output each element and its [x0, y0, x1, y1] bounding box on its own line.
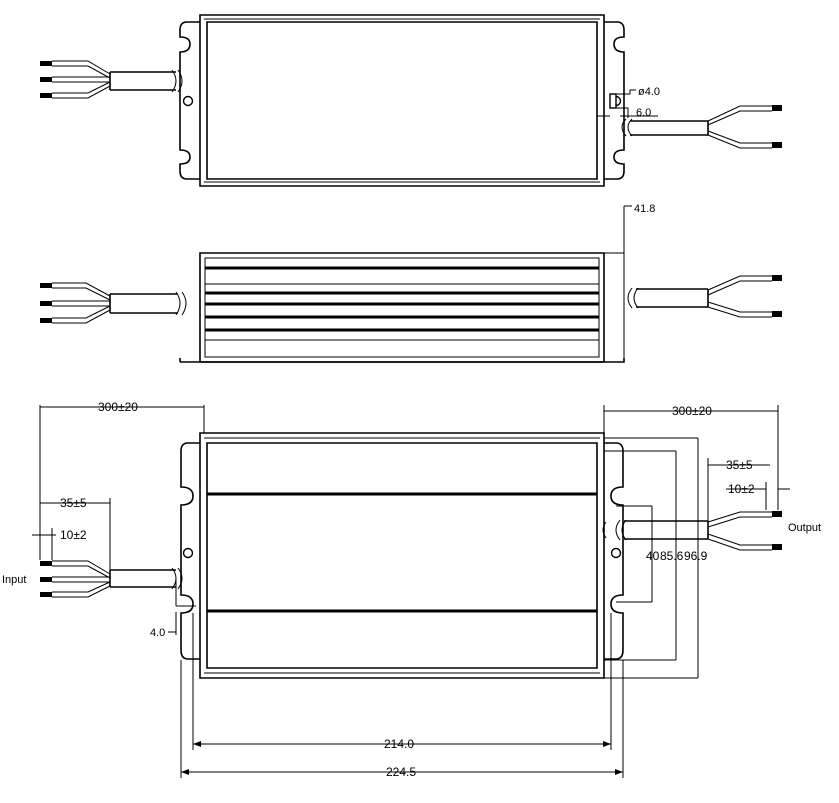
lead-length-left: 300±20: [98, 400, 138, 414]
side-right-wires: [627, 275, 782, 318]
dim-85-label: 85.6: [660, 549, 684, 563]
vertical-dims: 40 85.6 96.9: [604, 437, 708, 679]
side-view: 41.8: [40, 203, 782, 363]
strip-35-right: 35±5: [726, 458, 753, 472]
width-214-label: 214.0: [384, 737, 414, 751]
side-housing: [179, 252, 625, 363]
input-label: Input: [2, 574, 26, 586]
top-view: ø4.0 6.0: [40, 14, 782, 187]
dim-40-label: 40: [646, 549, 660, 563]
mount-offset-label: 4.0: [150, 627, 165, 639]
offset-label: 6.0: [636, 107, 651, 119]
strip-10-right: 10±2: [728, 482, 755, 496]
output-label: Output: [788, 522, 821, 534]
side-left-wires: [40, 282, 187, 324]
top-hole-dims: ø4.0 6.0: [596, 86, 660, 119]
hole-diameter-label: ø4.0: [638, 86, 660, 98]
height-dim: 41.8: [604, 203, 655, 362]
strip-35-left: 35±5: [60, 496, 87, 510]
width-dims: 214.0 224.5: [180, 613, 624, 779]
mount-hole-icon: [610, 547, 622, 559]
bottom-housing: [180, 432, 624, 679]
input-cable: Input: [2, 560, 183, 598]
output-cable: Output: [602, 511, 821, 551]
width-224-label: 224.5: [386, 765, 416, 779]
mount-hole-icon: [182, 547, 194, 559]
top-housing: [179, 14, 625, 187]
top-left-wires: [40, 60, 183, 99]
strip-10-left: 10±2: [60, 528, 87, 542]
lead-length-right: 300±20: [672, 404, 712, 418]
bottom-view: Input Output 300±20 35±5 10±2 300±20: [2, 400, 821, 779]
mount-offset-dim: 4.0: [150, 580, 196, 639]
mount-hole-icon: [182, 95, 194, 107]
top-right-wires: [621, 105, 782, 149]
left-lead-dims: 300±20 35±5 10±2: [32, 400, 205, 570]
dim-96-label: 96.9: [684, 549, 708, 563]
right-lead-dims: 300±20 35±5 10±2: [603, 404, 790, 521]
height-label: 41.8: [634, 203, 655, 215]
